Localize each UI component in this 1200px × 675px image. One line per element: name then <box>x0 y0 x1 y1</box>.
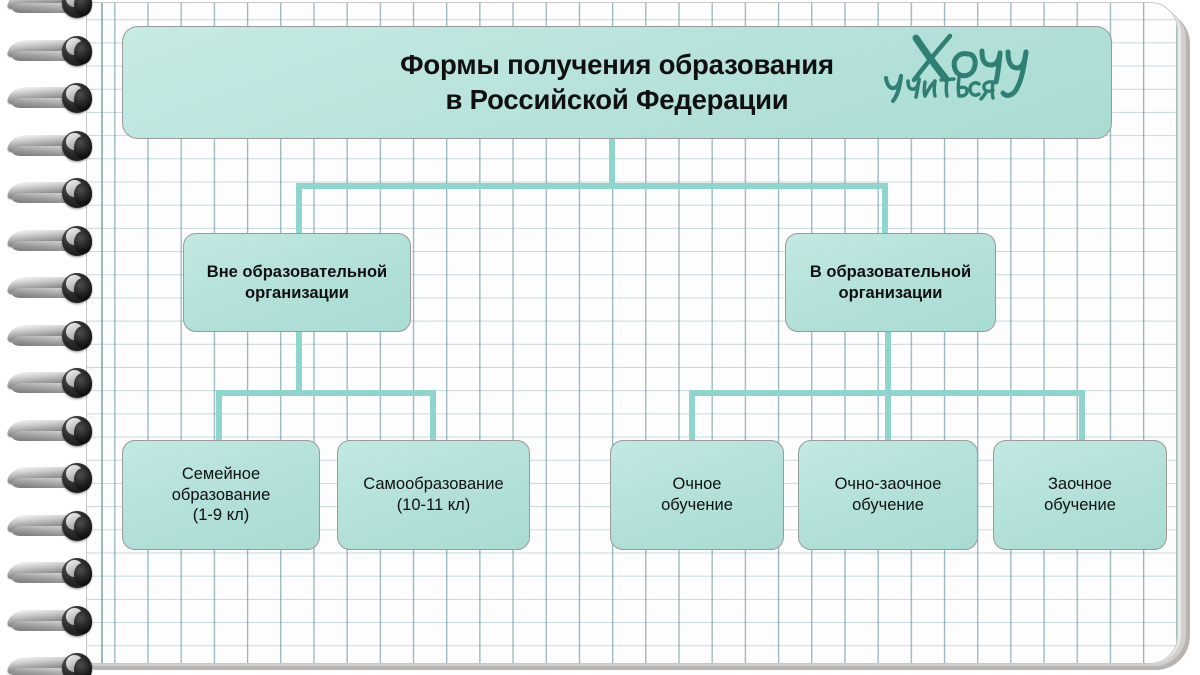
node-mixed-time-study-label: Очно-заочное обучение <box>834 475 942 514</box>
spiral-ring <box>0 130 100 171</box>
connector-outside-bus <box>216 390 436 396</box>
connector-to-outside <box>296 183 302 233</box>
connector-outside-stem <box>296 332 302 390</box>
spiral-ring <box>0 463 100 503</box>
spiral-ring <box>0 225 100 266</box>
connector-to-self <box>430 390 436 440</box>
connector-inside-bus <box>689 390 1085 396</box>
spiral-ring <box>0 653 100 675</box>
spiral-ring <box>0 558 100 598</box>
spiral-ring-core <box>74 230 92 254</box>
connector-inside-stem <box>885 332 891 440</box>
node-family-education-label: Семейное образование (1-9 кл) <box>171 464 271 525</box>
spiral-ring-core <box>74 658 92 675</box>
connector-to-corr <box>1079 390 1085 440</box>
spiral-ring-core <box>74 420 92 444</box>
spiral-ring-core <box>74 610 92 634</box>
node-correspondence-study-label: Заочное обучение <box>1044 475 1116 514</box>
spiral-ring <box>0 83 100 123</box>
spiral-ring-core <box>74 373 92 396</box>
spiral-binding <box>0 0 110 675</box>
spiral-ring-core <box>74 563 92 586</box>
spiral-ring-core <box>74 183 92 206</box>
spiral-ring <box>0 510 100 551</box>
spiral-ring <box>0 178 100 218</box>
spiral-ring-core <box>74 515 92 539</box>
spiral-ring <box>0 35 100 76</box>
spiral-ring-core <box>74 468 92 491</box>
spiral-ring-core <box>74 135 92 159</box>
node-mixed-time-study[interactable]: Очно-заочное обучение <box>798 440 978 550</box>
node-self-education-label: Самообразование (10-11 кл) <box>363 475 504 514</box>
node-correspondence-study[interactable]: Заочное обучение <box>993 440 1167 550</box>
node-self-education[interactable]: Самообразование (10-11 кл) <box>337 440 530 550</box>
connector-to-full <box>689 390 695 440</box>
spiral-ring <box>0 415 100 456</box>
connector-level1-bus <box>296 183 888 189</box>
connector-root-stem <box>609 138 615 183</box>
logo-hochu-uchitsya-icon <box>884 33 1029 103</box>
node-full-time-study-label: Очное обучение <box>661 475 733 514</box>
spiral-ring-core <box>74 88 92 111</box>
spiral-ring-core <box>74 325 92 349</box>
node-outside-organization[interactable]: Вне образовательной организации <box>183 233 411 332</box>
spiral-ring-core <box>74 40 92 64</box>
connector-to-inside <box>882 183 888 233</box>
page-margin-line <box>101 3 103 663</box>
node-full-time-study[interactable]: Очное обучение <box>610 440 784 550</box>
node-family-education[interactable]: Семейное образование (1-9 кл) <box>122 440 320 550</box>
spiral-ring-core <box>74 0 92 16</box>
node-inside-organization-label: В образовательной организации <box>809 262 972 302</box>
spiral-ring <box>0 273 100 313</box>
spiral-ring <box>0 0 100 28</box>
node-outside-organization-label: Вне образовательной организации <box>206 262 388 302</box>
spiral-ring-core <box>74 278 92 301</box>
spiral-ring <box>0 320 100 361</box>
node-root-label: Формы получения образования в Российской… <box>400 48 834 115</box>
spiral-ring <box>0 605 100 646</box>
node-inside-organization[interactable]: В образовательной организации <box>785 233 996 332</box>
connector-to-family <box>216 390 222 440</box>
spiral-ring <box>0 368 100 408</box>
brand-logo <box>872 24 1042 114</box>
node-root[interactable]: Формы получения образования в Российской… <box>122 26 1112 139</box>
